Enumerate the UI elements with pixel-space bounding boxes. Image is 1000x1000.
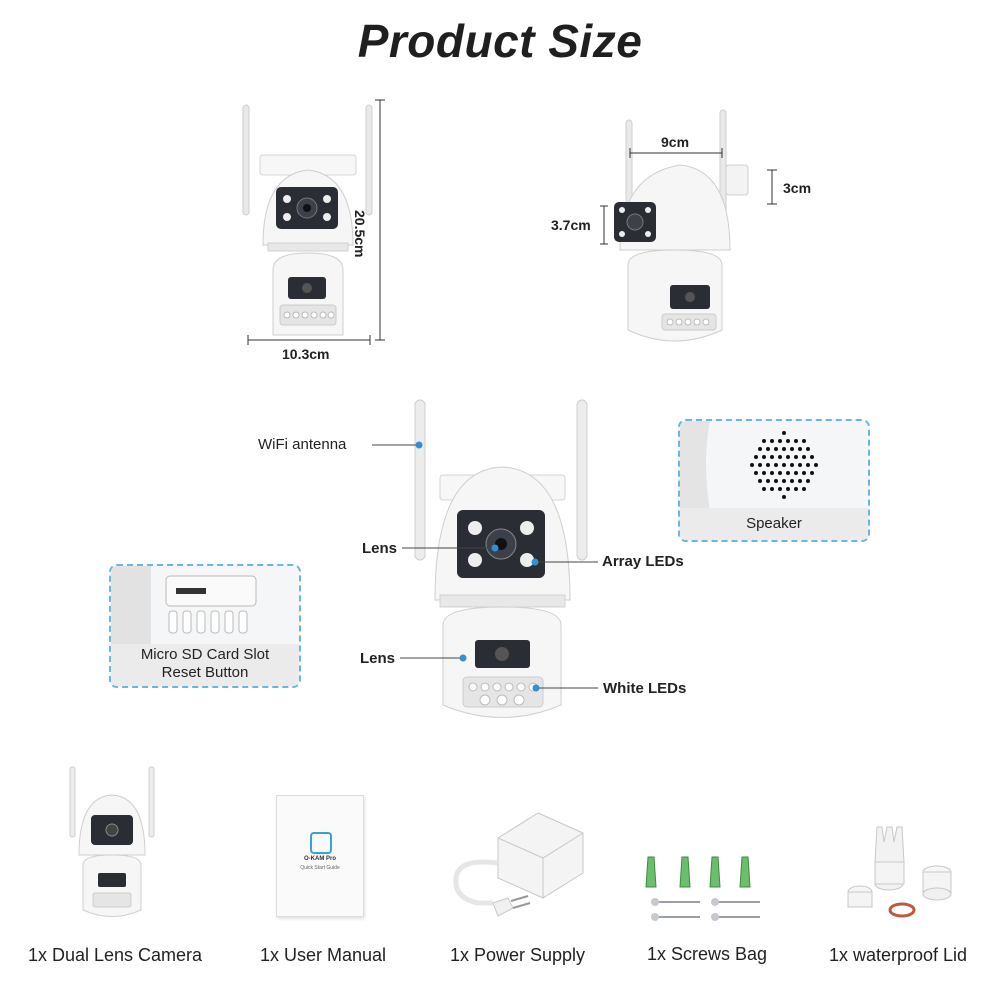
speaker-hole: [802, 487, 806, 491]
sd-card-slot-icon: [111, 566, 257, 646]
camera-features-image: [414, 399, 588, 718]
package-item-manual-label: 1x User Manual: [259, 945, 387, 965]
speaker-hole: [786, 487, 790, 491]
callout-white-leds: White LEDs: [603, 680, 687, 697]
callout-array-leds: Array LEDs: [602, 553, 684, 570]
speaker-hole: [794, 455, 798, 459]
speaker-hole: [802, 471, 806, 475]
callout-lens-upper: Lens: [362, 540, 398, 557]
package-power-supply-image: [453, 812, 584, 917]
package-item-lid-label: 1x waterproof Lid: [828, 945, 968, 965]
speaker-detail-box: Speaker: [678, 419, 870, 542]
package-item-power-label: 1x Power Supply: [449, 945, 586, 965]
speaker-hole: [766, 447, 770, 451]
speaker-hole: [774, 479, 778, 483]
speaker-hole: [798, 447, 802, 451]
speaker-hole: [754, 455, 758, 459]
package-item-screws-label: 1x Screws Bag: [646, 944, 768, 964]
package-camera-image: [69, 766, 155, 917]
width-dimension-label: 10.3cm: [282, 346, 330, 362]
side-camera-dimension-image: [600, 109, 777, 342]
speaker-hole: [750, 463, 754, 467]
speaker-hole: [790, 447, 794, 451]
speaker-hole: [778, 471, 782, 475]
callout-lens-lower: Lens: [360, 650, 396, 667]
speaker-hole: [798, 479, 802, 483]
speaker-hole: [762, 455, 766, 459]
sd-card-slot-label: Micro SD Card Slot: [140, 646, 270, 663]
package-user-manual-image: O-KAM Pro Quick Start Guide: [276, 795, 364, 917]
speaker-hole: [810, 455, 814, 459]
lens-height-dimension-label: 3.7cm: [551, 217, 591, 233]
speaker-hole: [782, 447, 786, 451]
speaker-hole: [806, 479, 810, 483]
speaker-hole: [766, 463, 770, 467]
speaker-hole: [770, 487, 774, 491]
speaker-hole: [778, 455, 782, 459]
speaker-hole: [794, 439, 798, 443]
speaker-hole: [770, 471, 774, 475]
speaker-hole: [782, 431, 786, 435]
speaker-hole: [790, 463, 794, 467]
speaker-hole: [782, 495, 786, 499]
speaker-hole: [810, 471, 814, 475]
speaker-label: Speaker: [680, 508, 868, 540]
mount-dimension-label: 3cm: [783, 180, 812, 196]
top-width-dimension-label: 9cm: [661, 134, 690, 150]
speaker-hole: [794, 471, 798, 475]
sd-card-detail-box: Micro SD Card Slot Reset Button: [109, 564, 301, 688]
manual-logo-icon: [310, 832, 332, 854]
speaker-hole: [762, 471, 766, 475]
speaker-hole: [774, 447, 778, 451]
speaker-hole: [802, 455, 806, 459]
speaker-hole: [758, 463, 762, 467]
front-camera-dimension-image: [242, 99, 385, 345]
speaker-hole: [806, 463, 810, 467]
speaker-hole: [770, 455, 774, 459]
speaker-hole: [790, 479, 794, 483]
speaker-hole: [798, 463, 802, 467]
manual-subtitle: Quick Start Guide: [300, 865, 340, 871]
speaker-hole: [754, 471, 758, 475]
manual-brand: O-KAM Pro: [304, 856, 336, 862]
sd-card-caption: Micro SD Card Slot Reset Button: [111, 644, 299, 686]
speaker-hole: [814, 463, 818, 467]
callout-wifi-antenna: WiFi antenna: [258, 436, 347, 453]
speaker-hole: [762, 487, 766, 491]
package-item-camera-label: 1x Dual Lens Camera: [27, 945, 203, 965]
speaker-hole: [802, 439, 806, 443]
speaker-hole: [770, 439, 774, 443]
speaker-hole: [806, 447, 810, 451]
speaker-grille-icon: [680, 421, 818, 511]
speaker-hole: [758, 447, 762, 451]
package-screws-bag-image: [645, 856, 760, 921]
package-waterproof-lid-image: [847, 826, 952, 918]
speaker-hole: [782, 463, 786, 467]
speaker-hole: [762, 439, 766, 443]
page-title: Product Size: [357, 15, 643, 67]
reset-button-label: Reset Button: [161, 664, 249, 681]
speaker-hole: [758, 479, 762, 483]
speaker-hole: [794, 487, 798, 491]
speaker-hole: [786, 455, 790, 459]
speaker-hole: [782, 479, 786, 483]
speaker-hole: [774, 463, 778, 467]
speaker-hole: [786, 471, 790, 475]
height-dimension-label: 20.5cm: [352, 210, 368, 258]
speaker-hole: [778, 487, 782, 491]
speaker-hole: [766, 479, 770, 483]
speaker-hole: [778, 439, 782, 443]
speaker-hole: [786, 439, 790, 443]
